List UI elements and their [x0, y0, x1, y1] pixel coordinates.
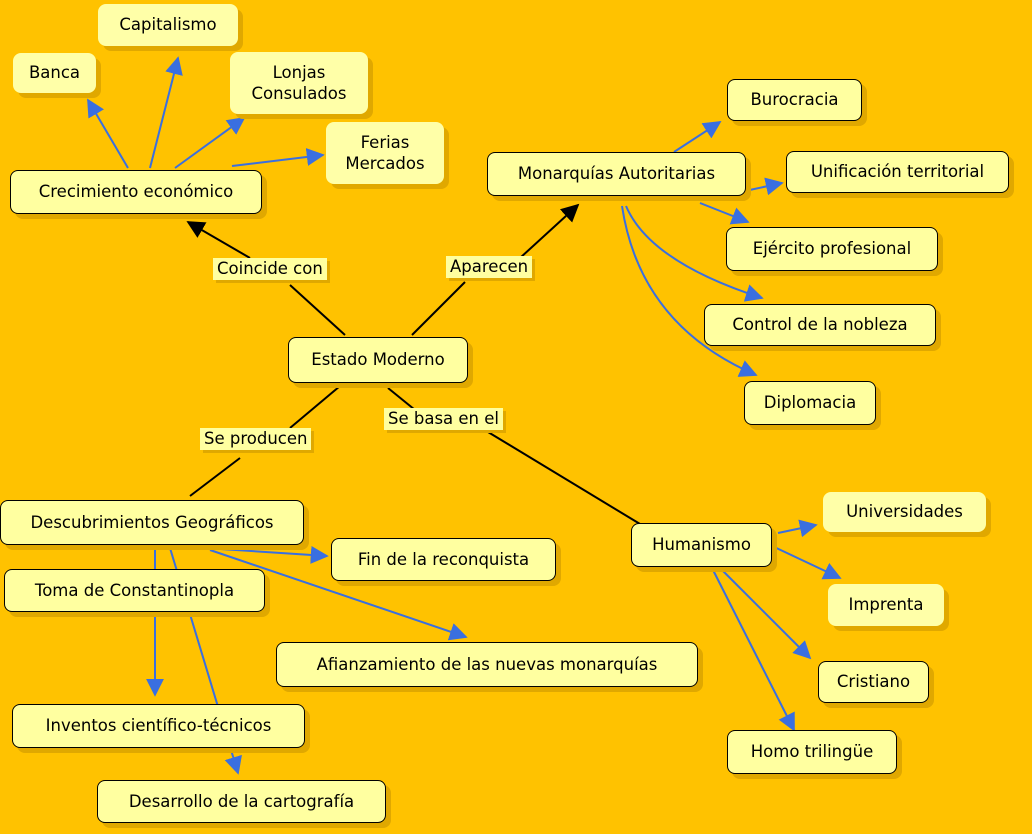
node-diplomacia[interactable]: Diplomacia: [744, 381, 876, 425]
node-universidades[interactable]: Universidades: [823, 492, 986, 532]
link-producen-lower: [189, 457, 241, 497]
arrow-ferias: [231, 148, 325, 167]
arrow-capitalismo: [149, 56, 183, 169]
link-coincide-upper: [186, 221, 251, 259]
arrow-unificacion: [744, 177, 784, 196]
arrow-burocracia: [673, 121, 722, 153]
node-control-nobleza[interactable]: Control de la nobleza: [704, 304, 936, 346]
link-label-producen: Se producen: [200, 428, 312, 450]
node-ejercito-profesional[interactable]: Ejército profesional: [726, 227, 938, 271]
arrow-diplomacia: [621, 205, 758, 377]
node-unificacion-territorial[interactable]: Unificación territorial: [786, 151, 1009, 193]
arrow-reconquista: [204, 545, 329, 564]
node-banca[interactable]: Banca: [13, 53, 96, 93]
link-aparecen-lower: [411, 281, 466, 336]
link-aparecen-upper: [519, 203, 580, 259]
arrow-homo: [711, 567, 795, 732]
arrow-nobleza: [625, 205, 764, 302]
node-inventos-cientifico-tecnicos[interactable]: Inventos científico-técnicos: [12, 704, 305, 748]
arrow-afianzamiento: [209, 549, 468, 641]
link-label-basa: Se basa en el: [384, 408, 503, 430]
node-capitalismo[interactable]: Capitalismo: [98, 4, 238, 46]
node-desarrollo-cartografia[interactable]: Desarrollo de la cartografía: [97, 780, 386, 823]
link-label-coincide: Coincide con: [213, 258, 327, 280]
node-burocracia[interactable]: Burocracia: [727, 79, 862, 121]
link-basa-lower: [487, 431, 641, 525]
main-links: [186, 203, 641, 525]
node-homo-trilingue[interactable]: Homo trilingüe: [727, 730, 897, 774]
link-producen-upper: [289, 385, 341, 429]
arrow-universidades: [777, 519, 818, 538]
node-afianzamiento-monarquias[interactable]: Afianzamiento de las nuevas monarquías: [276, 642, 698, 687]
arrow-ejercito: [699, 202, 750, 225]
node-estado-moderno[interactable]: Estado Moderno: [288, 337, 468, 383]
node-cristiano[interactable]: Cristiano: [818, 661, 929, 703]
node-toma-constantinopla[interactable]: Toma de Constantinopla: [4, 569, 265, 612]
node-descubrimientos-geograficos[interactable]: Descubrimientos Geográficos: [0, 500, 304, 545]
node-imprenta[interactable]: Imprenta: [828, 584, 944, 626]
node-humanismo[interactable]: Humanismo: [631, 523, 772, 567]
node-lonjas-consulados[interactable]: Lonjas Consulados: [230, 52, 368, 114]
sub-links: [87, 56, 842, 775]
node-monarquias-autoritarias[interactable]: Monarquías Autoritarias: [487, 152, 746, 196]
arrow-imprenta: [769, 544, 842, 580]
node-fin-reconquista[interactable]: Fin de la reconquista: [331, 538, 556, 581]
arrow-banca: [87, 98, 129, 169]
node-ferias-mercados[interactable]: Ferias Mercados: [326, 122, 444, 184]
link-label-aparecen: Aparecen: [446, 256, 533, 278]
node-crecimiento-economico[interactable]: Crecimiento económico: [10, 170, 262, 214]
arrow-cristiano: [719, 567, 812, 660]
arrow-lonjas: [174, 116, 246, 169]
link-coincide-lower: [289, 284, 346, 336]
